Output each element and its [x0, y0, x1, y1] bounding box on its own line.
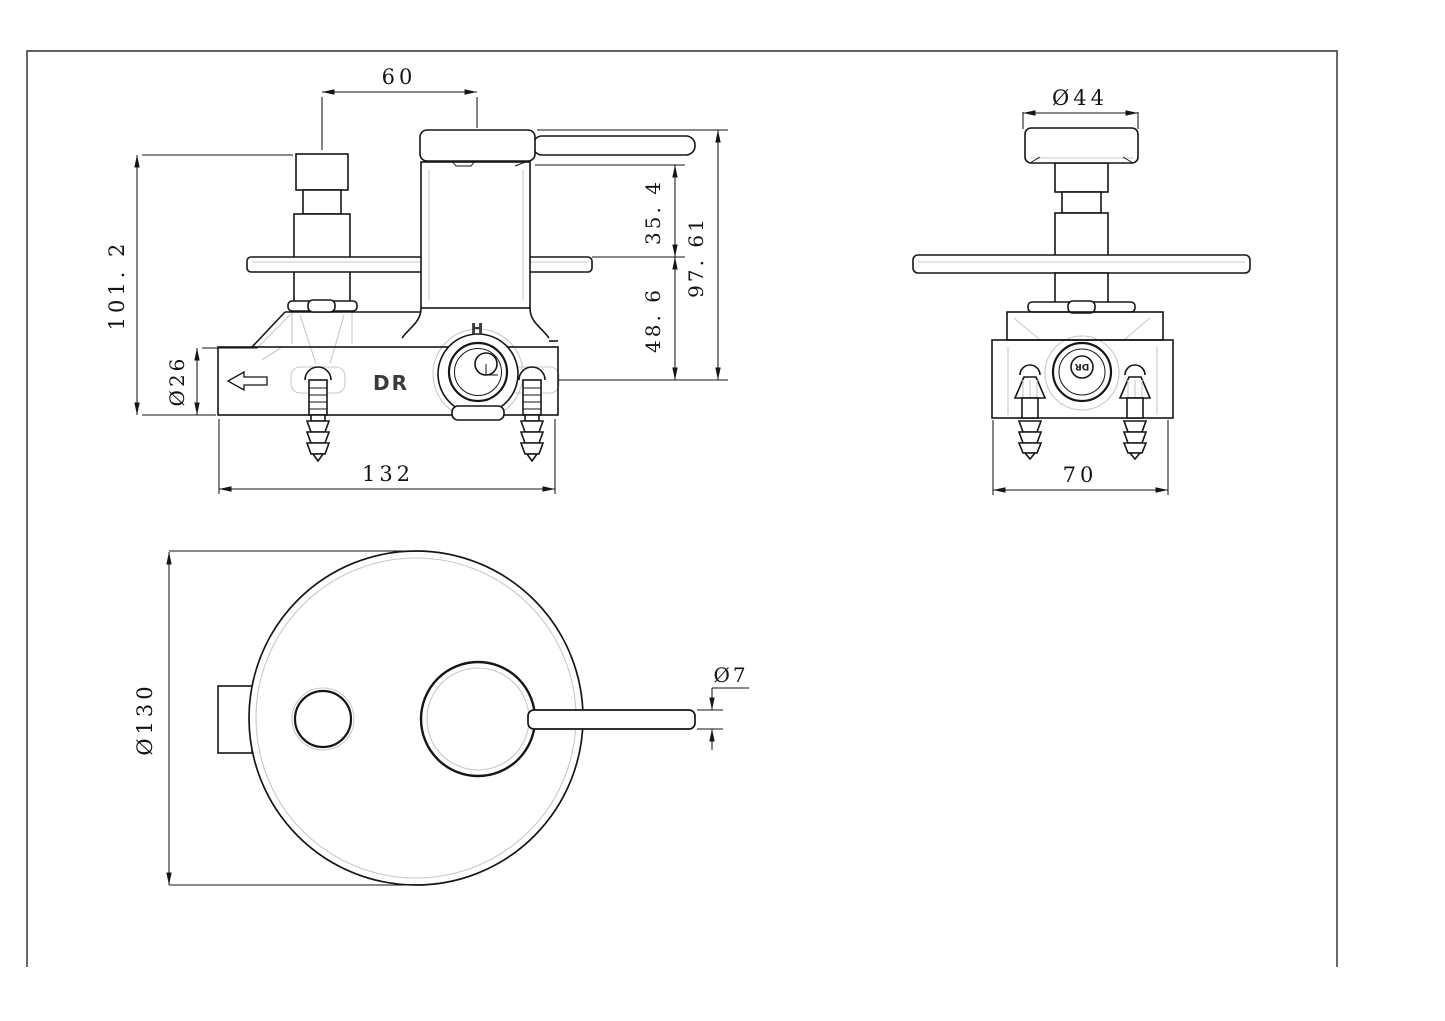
front-ghost-lines [1007, 317, 1158, 415]
dim-pipe-diameter-label: Ø26 [165, 356, 189, 407]
hot-port-label: H [471, 320, 484, 338]
front-mounting-screw-left [1013, 364, 1047, 461]
dim-total-depth-label: 97. 61 [684, 216, 708, 298]
side-escutcheon-plate [246, 256, 593, 273]
dim-cap-diameter-label: Ø44 [1052, 86, 1108, 110]
side-handle-cap [419, 129, 536, 162]
side-diverter-stem [287, 153, 358, 313]
dim-body-length-label: 132 [362, 462, 414, 486]
sheet-border [26, 50, 1338, 967]
dim-cartridge-height-label: 35. 4 [641, 179, 665, 245]
dim-mounting-width: 70 [992, 420, 1169, 495]
dim-total-depth: 97. 61 [537, 129, 728, 380]
front-valve-body [991, 311, 1174, 419]
front-stem-below-plate [1027, 272, 1136, 314]
plan-diverter-button [291, 687, 355, 751]
body-dr-label: DR [373, 371, 409, 395]
plan-view: Ø130 Ø7 [133, 550, 749, 886]
front-handle-cap [1024, 127, 1139, 164]
plan-handle-lever [527, 709, 696, 730]
port-dr-label: DR [1075, 361, 1089, 371]
dim-overall-height-label: 101. 2 [105, 240, 129, 331]
dim-handle-offset: 60 [321, 65, 478, 150]
side-valve-body [217, 307, 559, 416]
dim-lever-diameter-label: Ø7 [713, 663, 748, 687]
front-cartridge-stem [1054, 162, 1109, 258]
dim-plate-diameter: Ø130 [133, 550, 424, 886]
wall-anchor [1122, 420, 1148, 461]
plan-handle-base [419, 660, 537, 778]
dim-plate-to-base-label: 48. 6 [641, 287, 665, 353]
dim-body-length: 132 [218, 419, 556, 494]
flow-direction-arrow-icon [226, 370, 268, 392]
dim-plate-to-base: 48. 6 [558, 257, 728, 381]
front-escutcheon-plate [912, 254, 1251, 274]
dim-overall-height: 101. 2 [105, 154, 293, 416]
plan-supply-tab [217, 685, 253, 754]
dim-handle-offset-label: 60 [382, 65, 417, 89]
side-outlet-port [437, 333, 519, 421]
front-view: DR [912, 86, 1251, 495]
front-outlet-port: DR [1051, 341, 1113, 403]
wall-anchor [519, 414, 545, 463]
side-view: H DR [105, 65, 728, 494]
dim-cartridge-height: 35. 4 [535, 164, 685, 258]
dim-pipe-diameter: Ø26 [165, 347, 258, 416]
side-mounting-screw-left [304, 366, 332, 463]
dim-plate-diameter-label: Ø130 [133, 682, 157, 755]
side-handle-lever [532, 135, 696, 156]
front-mounting-screw-right [1118, 364, 1152, 461]
dim-lever-diameter: Ø7 [697, 663, 749, 750]
wall-anchor [305, 414, 331, 463]
wall-anchor [1017, 420, 1043, 461]
dim-cap-diameter: Ø44 [1022, 86, 1139, 129]
side-mixer-cartridge [419, 129, 696, 309]
side-mounting-screw-right [518, 366, 546, 463]
dim-mounting-width-label: 70 [1063, 463, 1098, 487]
